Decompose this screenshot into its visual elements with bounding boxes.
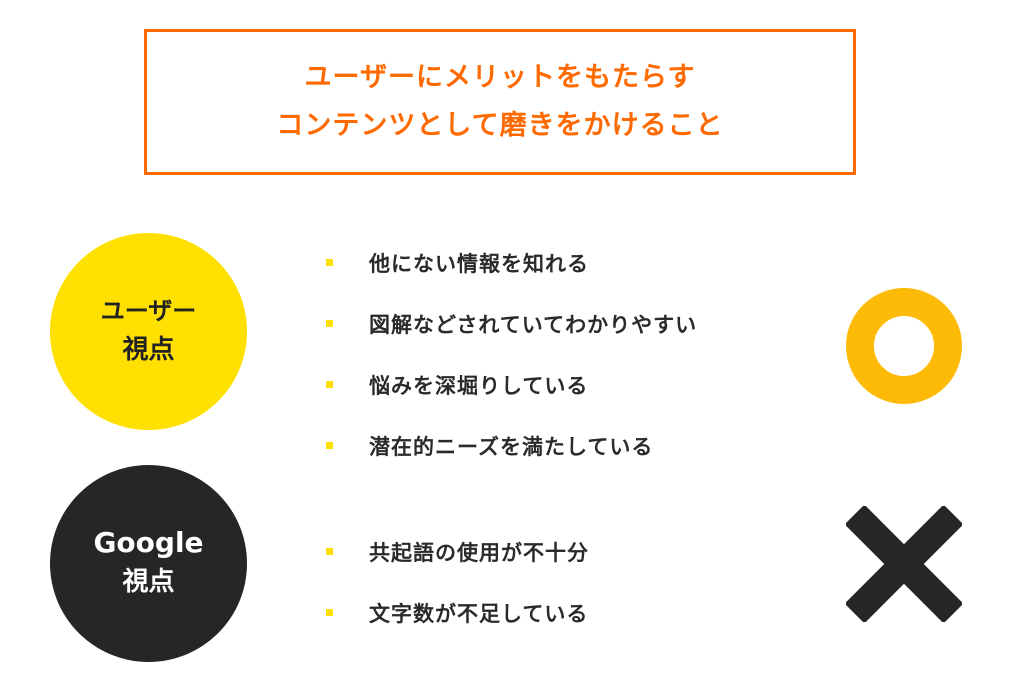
list-item-text: 他にない情報を知れる	[369, 251, 589, 276]
list-item-text: 潜在的ニーズを満たしている	[369, 434, 654, 459]
square-bullet-icon	[326, 609, 333, 616]
user-perspective-badge: ユーザー 視点	[50, 233, 247, 430]
user-badge-line2: 視点	[122, 334, 175, 365]
user-perspective-list: 他にない情報を知れる 図解などされていてわかりやすい 悩みを深堀りしている 潜在…	[326, 232, 697, 476]
list-item: 他にない情報を知れる	[326, 232, 697, 293]
title-line-2: コンテンツとして磨きをかけること	[276, 110, 724, 141]
list-item: 潜在的ニーズを満たしている	[326, 415, 697, 476]
google-perspective-list: 共起語の使用が不十分 文字数が不足している	[326, 521, 589, 643]
square-bullet-icon	[326, 320, 333, 327]
list-item-text: 共起語の使用が不十分	[369, 540, 589, 565]
list-item-text: 悩みを深堀りしている	[369, 373, 589, 398]
square-bullet-icon	[326, 442, 333, 449]
square-bullet-icon	[326, 381, 333, 388]
square-bullet-icon	[326, 548, 333, 555]
cross-ng-icon	[846, 506, 962, 622]
list-item: 悩みを深堀りしている	[326, 354, 697, 415]
google-badge-line2: 視点	[122, 566, 175, 597]
user-badge-line1: ユーザー	[100, 296, 197, 325]
google-perspective-badge: Google 視点	[50, 465, 247, 662]
list-item: 図解などされていてわかりやすい	[326, 293, 697, 354]
list-item-text: 図解などされていてわかりやすい	[369, 312, 698, 337]
list-item: 文字数が不足している	[326, 582, 589, 643]
google-badge-line1: Google	[93, 525, 204, 559]
square-bullet-icon	[326, 259, 333, 266]
title-line-1: ユーザーにメリットをもたらす	[304, 62, 696, 93]
circle-ok-icon	[846, 288, 962, 404]
list-item: 共起語の使用が不十分	[326, 521, 589, 582]
title-box: ユーザーにメリットをもたらす コンテンツとして磨きをかけること	[144, 29, 856, 175]
list-item-text: 文字数が不足している	[369, 601, 589, 626]
